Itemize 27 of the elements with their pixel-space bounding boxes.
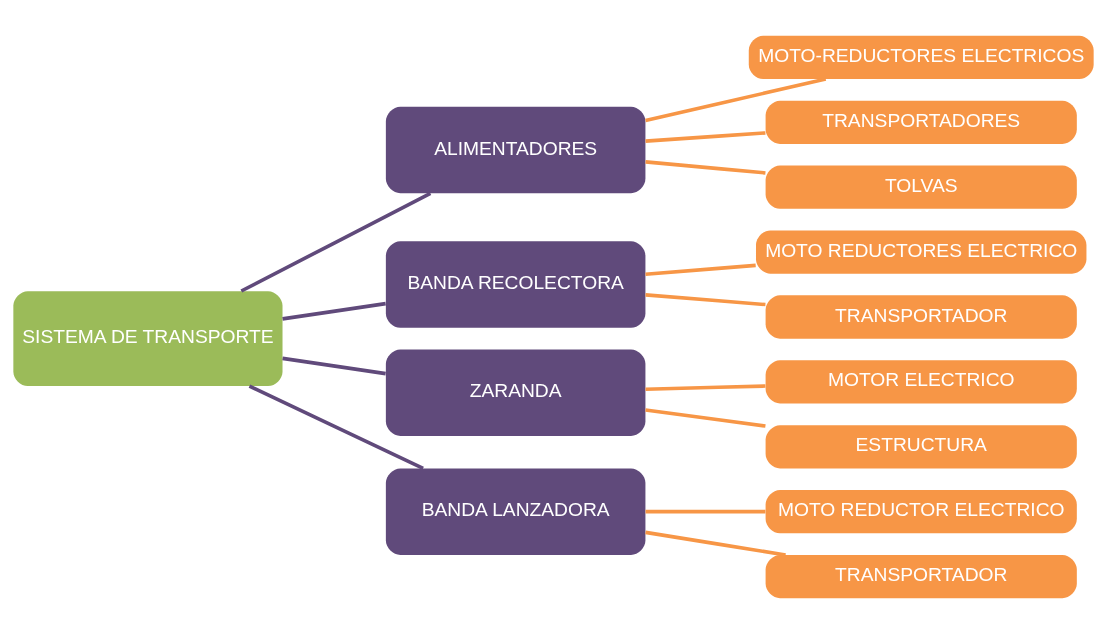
connector: [282, 356, 386, 375]
connector: [645, 263, 756, 276]
node-box: ZARANDA: [385, 348, 646, 436]
connector: [645, 407, 766, 428]
node-box: MOTO REDUCTORES ELECTRICO: [756, 230, 1087, 274]
node-box: SISTEMA DE TRANSPORTE: [13, 290, 283, 386]
connector: [645, 292, 766, 306]
node-box: TRANSPORTADOR: [765, 554, 1077, 598]
connector: [645, 383, 766, 391]
node-box: BANDA LANZADORA: [385, 467, 646, 555]
node-box: MOTO REDUCTOR ELECTRICO: [765, 489, 1077, 533]
node-box: TOLVAS: [765, 165, 1077, 209]
connector: [645, 130, 766, 143]
node-box: MOTO-REDUCTORES ELECTRICOS: [748, 35, 1094, 79]
connector: [645, 530, 786, 557]
node-box: MOTOR ELECTRICO: [765, 359, 1077, 403]
connector: [645, 76, 827, 122]
node-box: TRANSPORTADOR: [765, 294, 1077, 339]
node-box: TRANSPORTADORES: [765, 100, 1077, 144]
node-box: ESTRUCTURA: [765, 424, 1077, 468]
connector: [282, 301, 386, 321]
connector: [248, 384, 424, 470]
node-box: ALIMENTADORES: [385, 106, 646, 193]
connector: [645, 509, 766, 513]
connector: [240, 191, 432, 293]
connector: [645, 159, 766, 175]
node-box: BANDA RECOLECTORA: [385, 240, 646, 328]
